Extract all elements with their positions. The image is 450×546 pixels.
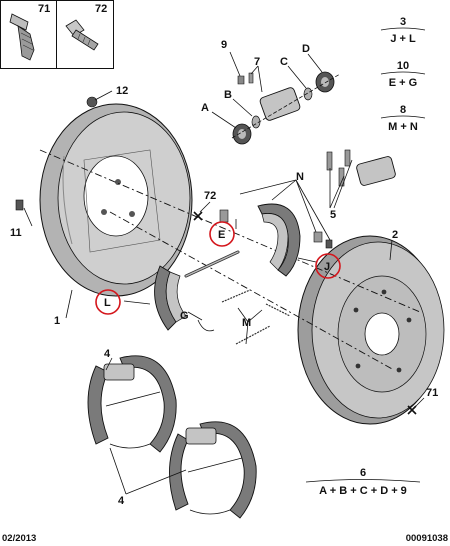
kit-formula-8: 8 M + N <box>380 104 426 133</box>
brake-shoe-L <box>154 265 187 331</box>
brake-drum <box>297 235 445 425</box>
fastener-marker-72 <box>193 211 203 221</box>
callout-D: D <box>302 43 310 55</box>
callout-labels: 12 11 1 2 9 7 A B C D N 5 72 E J L G M 4… <box>10 39 438 507</box>
svg-text:M + N: M + N <box>388 121 418 133</box>
callout-12: 12 <box>116 85 128 97</box>
svg-text:3: 3 <box>400 16 406 28</box>
leader-lines <box>23 51 425 495</box>
callout-A: A <box>201 102 209 114</box>
backing-plate <box>39 103 193 297</box>
wheel-cylinder-spare <box>326 149 396 187</box>
screw-71-icon <box>9 13 35 61</box>
label-71: 71 <box>38 3 50 15</box>
callout-4-bottom: 4 <box>118 495 125 507</box>
kit-formula-3: 3 J + L <box>380 16 426 45</box>
callout-J: J <box>324 261 330 273</box>
callout-9: 9 <box>221 39 227 51</box>
svg-text:A + B + C + D + 9: A + B + C + D + 9 <box>319 485 407 497</box>
label-72: 72 <box>95 3 107 15</box>
screw-box-71: 71 <box>0 0 57 69</box>
callout-G: G <box>180 310 189 322</box>
kit-formula-6: 6 A + B + C + D + 9 <box>305 467 421 497</box>
callout-N: N <box>296 171 304 183</box>
kit-formula-10: 10 E + G <box>380 60 426 89</box>
plug-12 <box>86 96 98 108</box>
svg-text:J + L: J + L <box>390 33 416 45</box>
callout-11: 11 <box>10 227 22 239</box>
svg-text:8: 8 <box>400 104 406 116</box>
brake-shoe-J <box>257 203 301 277</box>
alignment-lines <box>39 149 421 371</box>
bolt-11 <box>15 199 24 211</box>
svg-text:10: 10 <box>397 60 409 72</box>
callout-L: L <box>104 297 111 309</box>
callout-2: 2 <box>392 229 398 241</box>
callout-72: 72 <box>204 190 216 202</box>
ring-L <box>95 289 121 315</box>
screw-box-72: 72 <box>56 0 114 69</box>
callout-C: C <box>280 56 288 68</box>
callout-7: 7 <box>254 56 260 68</box>
ring-E <box>209 221 235 247</box>
callout-4-top: 4 <box>104 348 111 360</box>
callout-71: 71 <box>426 387 438 399</box>
callout-B: B <box>224 89 232 101</box>
callout-1: 1 <box>54 315 60 327</box>
shoe-assembly-upper <box>87 355 177 453</box>
footer-ref: 00091038 <box>406 533 448 544</box>
highlight-rings <box>95 221 341 315</box>
adjuster-strut <box>184 209 333 345</box>
footer-date: 02/2013 <box>2 533 36 544</box>
screw-72-icon <box>65 19 99 51</box>
ring-J <box>315 253 341 279</box>
svg-text:6: 6 <box>360 467 366 479</box>
shoe-assembly-lower <box>169 421 257 519</box>
callout-M: M <box>242 317 251 329</box>
callout-5: 5 <box>330 209 336 221</box>
wheel-cylinder-exploded <box>231 71 341 145</box>
fastener-marker-71 <box>407 405 417 415</box>
callout-E: E <box>218 229 225 241</box>
svg-text:E + G: E + G <box>389 77 417 89</box>
